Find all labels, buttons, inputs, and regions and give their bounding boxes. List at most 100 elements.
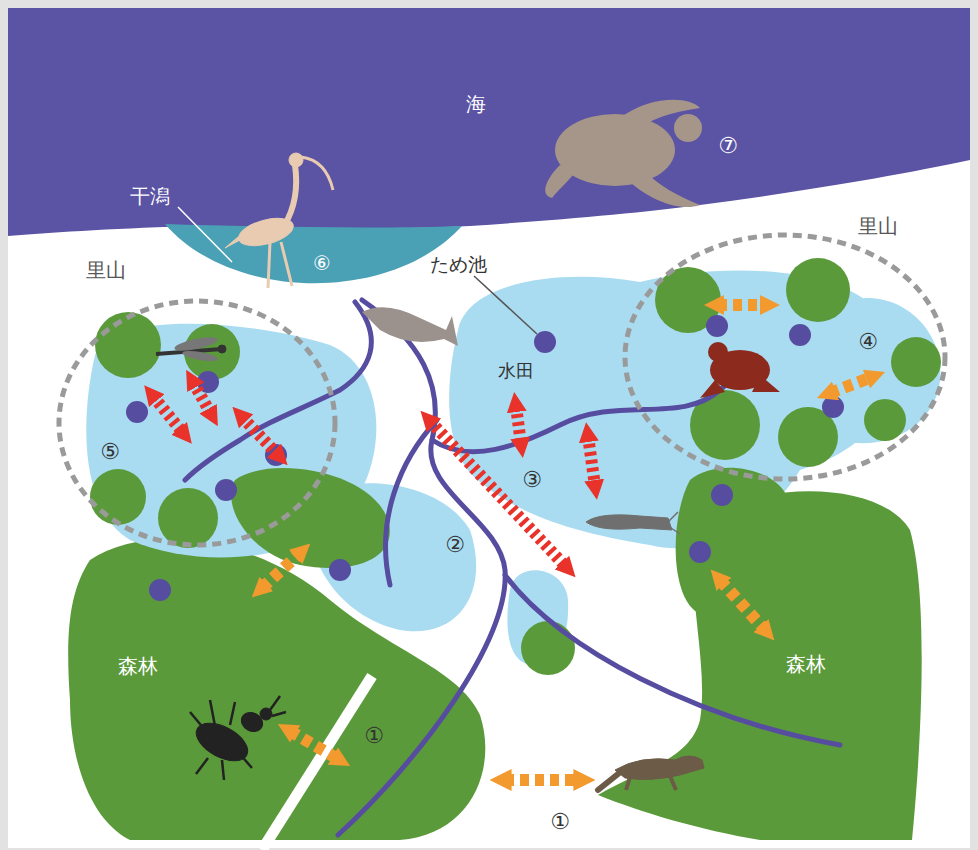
dragonfly [173, 335, 218, 354]
pond-dot [215, 479, 237, 501]
pond-dot [534, 331, 556, 353]
pond-dot [789, 324, 811, 346]
ibis [301, 157, 333, 190]
dragonfly [156, 335, 226, 364]
weasel [598, 774, 618, 790]
label-anchor: ⑥ [313, 252, 331, 274]
green-patch [90, 469, 146, 525]
place-label: ため池 [430, 254, 487, 275]
label-anchor: ⑦ [718, 134, 738, 158]
dashed-boundary [59, 301, 335, 545]
callout-number: ⑦ [718, 134, 738, 158]
area-name: 水田 [498, 360, 534, 382]
ibis [225, 232, 244, 248]
pond-dot [126, 401, 148, 423]
wet-area [840, 298, 940, 443]
sea-turtle [545, 165, 575, 198]
sea-turtle [545, 100, 702, 207]
sea-region-fill [8, 8, 970, 236]
area-name: 森林 [118, 654, 158, 678]
place-label: 干潟 [130, 185, 170, 207]
red-arrow [153, 382, 595, 567]
dragonfly [182, 349, 219, 363]
orange-arrow [290, 731, 338, 759]
callout-number: ⑤ [100, 440, 120, 464]
ibis [289, 153, 303, 167]
frog [700, 342, 780, 398]
orange-arrow [262, 553, 300, 588]
pond-dot [329, 559, 351, 581]
ground-beetle [190, 696, 286, 780]
river [338, 300, 505, 835]
pond-dot [149, 579, 171, 601]
river [505, 575, 840, 745]
satoyama-area-outline [55, 255, 345, 551]
callout-number: ⑥ [313, 252, 331, 274]
leader-line [178, 207, 537, 334]
satoyama-area: 里山 [55, 255, 345, 551]
label-anchor: ② [445, 533, 465, 557]
label-anchor: ① [550, 810, 570, 834]
sea-turtle [555, 114, 675, 186]
salmon [362, 307, 458, 346]
wet-area [86, 298, 940, 666]
green-patch [95, 312, 161, 378]
label-anchor: ため池 [430, 254, 487, 275]
road [262, 676, 372, 850]
green-patch [231, 468, 390, 568]
green-patch [521, 621, 575, 675]
area-name: 森林 [786, 652, 826, 676]
green-patch [786, 258, 850, 322]
frog [700, 375, 780, 398]
catfish [586, 515, 672, 530]
satoyama-area-outline [620, 210, 950, 484]
callout-number: ② [445, 533, 465, 557]
leader-line [474, 276, 537, 334]
green-patch [158, 488, 218, 548]
catfish [586, 512, 680, 534]
label-anchor: ① [364, 724, 384, 748]
green-patch [891, 337, 941, 387]
pond-dot [126, 315, 844, 601]
satoyama-area: 里山 [620, 210, 950, 484]
river [185, 300, 840, 835]
red-arrow [242, 417, 278, 455]
tidal-flat [165, 224, 462, 283]
salmon [362, 307, 458, 346]
tidal-flat [165, 224, 462, 283]
movement-arrow [505, 774, 580, 786]
weasel [626, 776, 676, 790]
red-arrow [153, 396, 183, 433]
green-patch [864, 399, 906, 441]
dragonfly [218, 345, 226, 353]
road [262, 676, 372, 850]
orange-arrow [718, 299, 766, 311]
red-arrow [193, 382, 211, 414]
label-anchor: ⑤ [100, 440, 120, 464]
pond-dot [689, 541, 711, 563]
orange-arrow [830, 377, 872, 393]
ibis [225, 153, 333, 288]
orange-arrow [262, 305, 872, 759]
callout-number: ③ [522, 468, 542, 492]
pond-dot [822, 396, 844, 418]
sea-turtle [620, 100, 700, 128]
area-name: 里山 [858, 214, 898, 238]
pond-dot [706, 315, 728, 337]
pond-dot [711, 484, 733, 506]
label-anchor: ③ [522, 468, 542, 492]
catfish [668, 512, 680, 534]
callout-number: ① [364, 724, 384, 748]
red-arrow [516, 406, 521, 444]
callout-number: ① [550, 810, 570, 834]
sea-turtle [674, 114, 702, 142]
orange-arrow [720, 580, 765, 630]
frame [8, 8, 970, 848]
leader-line [178, 207, 232, 262]
sea-turtle [630, 176, 700, 207]
red-arrow [588, 436, 595, 486]
river [185, 302, 371, 480]
river [386, 420, 437, 585]
